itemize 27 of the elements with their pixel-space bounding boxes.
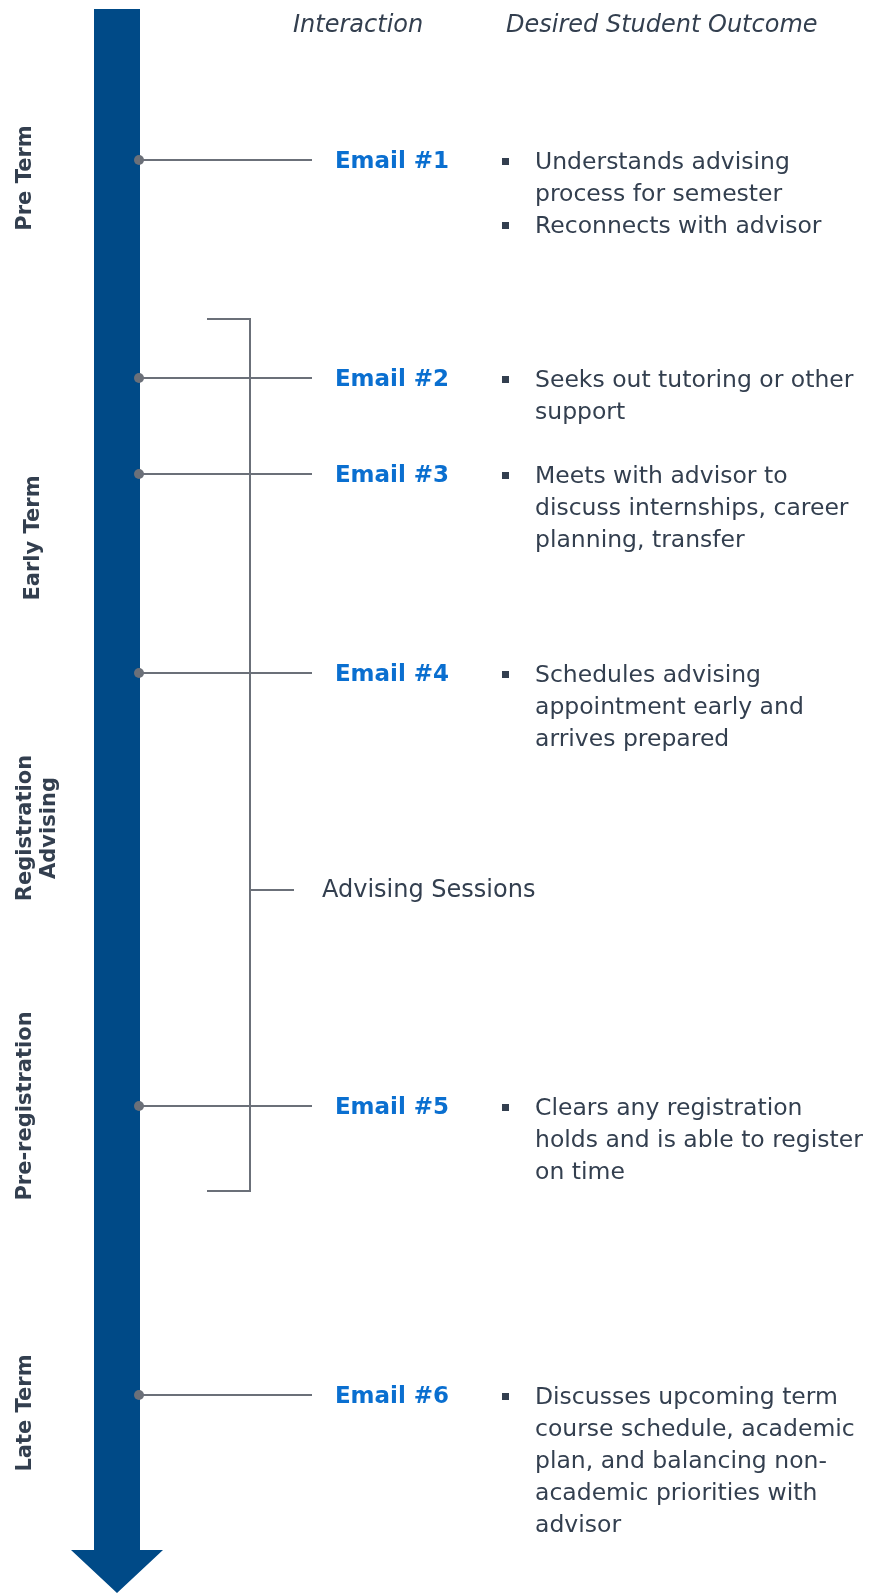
email-label: Email #6 — [334, 1381, 450, 1410]
email-label: Email #3 — [334, 460, 450, 489]
outcome-text: Meets with advisor to discuss internships, career planning, transfer — [535, 460, 850, 555]
connector-line — [134, 155, 313, 165]
column-header: Interaction — [293, 10, 424, 38]
outcome-text: Understands advising process for semester — [535, 146, 791, 209]
connector-line — [134, 469, 313, 479]
email-label: Email #2 — [334, 364, 450, 393]
email-label: Email #5 — [334, 1092, 450, 1121]
connector-line — [134, 1390, 313, 1400]
phase-label: Early Term — [20, 475, 44, 601]
phase-label: Pre-registration — [12, 1011, 36, 1201]
bracket-label: Advising Sessions — [322, 875, 536, 903]
outcome-text: Seeks out tutoring or other support — [535, 364, 855, 427]
phase-label: Pre Term — [12, 125, 36, 231]
outcome-text: Clears any registration holds and is able to register on time — [535, 1092, 864, 1187]
connector-line — [134, 373, 313, 383]
email-label: Email #4 — [334, 659, 450, 688]
phase-label: Late Term — [12, 1354, 36, 1472]
email-label: Email #1 — [334, 146, 450, 175]
outcome-text: Discusses upcoming term course schedule, academic plan, and balancing non-academic priorities with advisor — [535, 1381, 856, 1540]
outcome-text: Schedules advising appointment early and arrives prepared — [535, 659, 805, 754]
column-header: Desired Student Outcome — [506, 10, 818, 38]
connector-line — [134, 1101, 313, 1111]
connector-line — [134, 668, 313, 678]
outcome-text: Reconnects with advisor — [535, 210, 823, 241]
phase-label: Registration Advising — [12, 753, 60, 903]
